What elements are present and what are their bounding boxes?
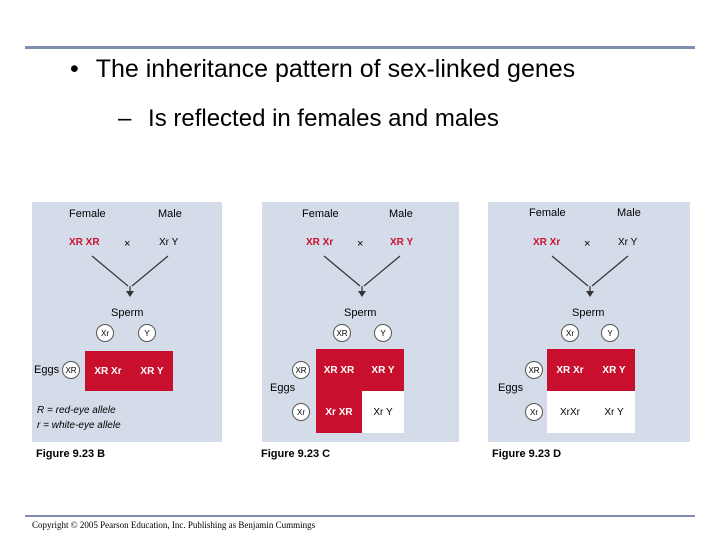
sperm-allele-d-1: Xr (561, 324, 579, 342)
male-genotype-b: Xr Y (159, 237, 179, 248)
eggs-label-d: Eggs (498, 382, 524, 394)
eggs-label-b: Eggs (34, 364, 60, 376)
figure-caption-c: Figure 9.23 C (261, 448, 331, 460)
sperm-label-b: Sperm (111, 307, 144, 319)
punnett-cell-d-1-1: XR Xr (547, 349, 593, 391)
sperm-allele-b-1: Xr (96, 324, 114, 342)
dash-glyph: – (118, 105, 132, 132)
eggs-label-c: Eggs (270, 382, 296, 394)
slide-title: • The inheritance pattern of sex-linked … (70, 55, 575, 84)
cross-symbol-c: × (357, 238, 364, 250)
female-label-c: Female (302, 208, 339, 220)
male-label-b: Male (158, 208, 182, 220)
punnett-cell-b-1-1: XR Xr (85, 351, 131, 391)
copyright-notice: Copyright © 2005 Pearson Education, Inc.… (32, 520, 316, 530)
punnett-cell-b-1-2: XR Y (131, 351, 173, 391)
cross-arrows-c (323, 255, 401, 297)
sperm-allele-d-2: Y (601, 324, 619, 342)
legend-line-2: r = white-eye allele (37, 420, 121, 431)
subtitle-text: Is reflected in females and males (148, 105, 499, 132)
cross-symbol-d: × (584, 238, 591, 250)
top-rule (25, 46, 695, 49)
cross-symbol-b: × (124, 238, 131, 250)
male-genotype-c: XR Y (390, 237, 414, 248)
cross-arrows-b (91, 255, 169, 297)
punnett-cell-d-1-2: XR Y (593, 349, 635, 391)
egg-allele-b-1: XR (62, 361, 80, 379)
figure-caption-d: Figure 9.23 D (492, 448, 562, 460)
male-label-d: Male (617, 207, 641, 219)
cross-arrows-d (551, 255, 629, 297)
egg-allele-d-1: XR (525, 361, 543, 379)
slide-subtitle: – Is reflected in females and males (118, 105, 499, 133)
female-genotype-d: XR Xr (533, 237, 561, 248)
bottom-rule (25, 515, 695, 517)
egg-allele-c-2: Xr (292, 403, 310, 421)
female-label-d: Female (529, 207, 566, 219)
punnett-cell-d-2-2: Xr Y (593, 391, 635, 433)
panel-figure-b (32, 202, 222, 442)
punnett-cell-c-2-1: Xr XR (316, 391, 362, 433)
title-text: The inheritance pattern of sex-linked ge… (95, 55, 576, 83)
sperm-label-c: Sperm (344, 307, 377, 319)
female-genotype-c: XR Xr (306, 237, 334, 248)
punnett-cell-c-2-2: Xr Y (362, 391, 404, 433)
sperm-allele-c-1: XR (333, 324, 351, 342)
female-genotype-b: XR XR (69, 237, 100, 248)
male-genotype-d: Xr Y (618, 237, 638, 248)
legend-line-1: R = red-eye allele (37, 405, 116, 416)
figure-caption-b: Figure 9.23 B (36, 448, 106, 460)
egg-allele-d-2: Xr (525, 403, 543, 421)
egg-allele-c-1: XR (292, 361, 310, 379)
female-label-b: Female (69, 208, 106, 220)
bullet-glyph: • (70, 55, 79, 83)
sperm-label-d: Sperm (572, 307, 605, 319)
punnett-cell-c-1-1: XR XR (316, 349, 362, 391)
punnett-cell-d-2-1: XrXr (547, 391, 593, 433)
male-label-c: Male (389, 208, 413, 220)
sperm-allele-c-2: Y (374, 324, 392, 342)
sperm-allele-b-2: Y (138, 324, 156, 342)
punnett-cell-c-1-2: XR Y (362, 349, 404, 391)
